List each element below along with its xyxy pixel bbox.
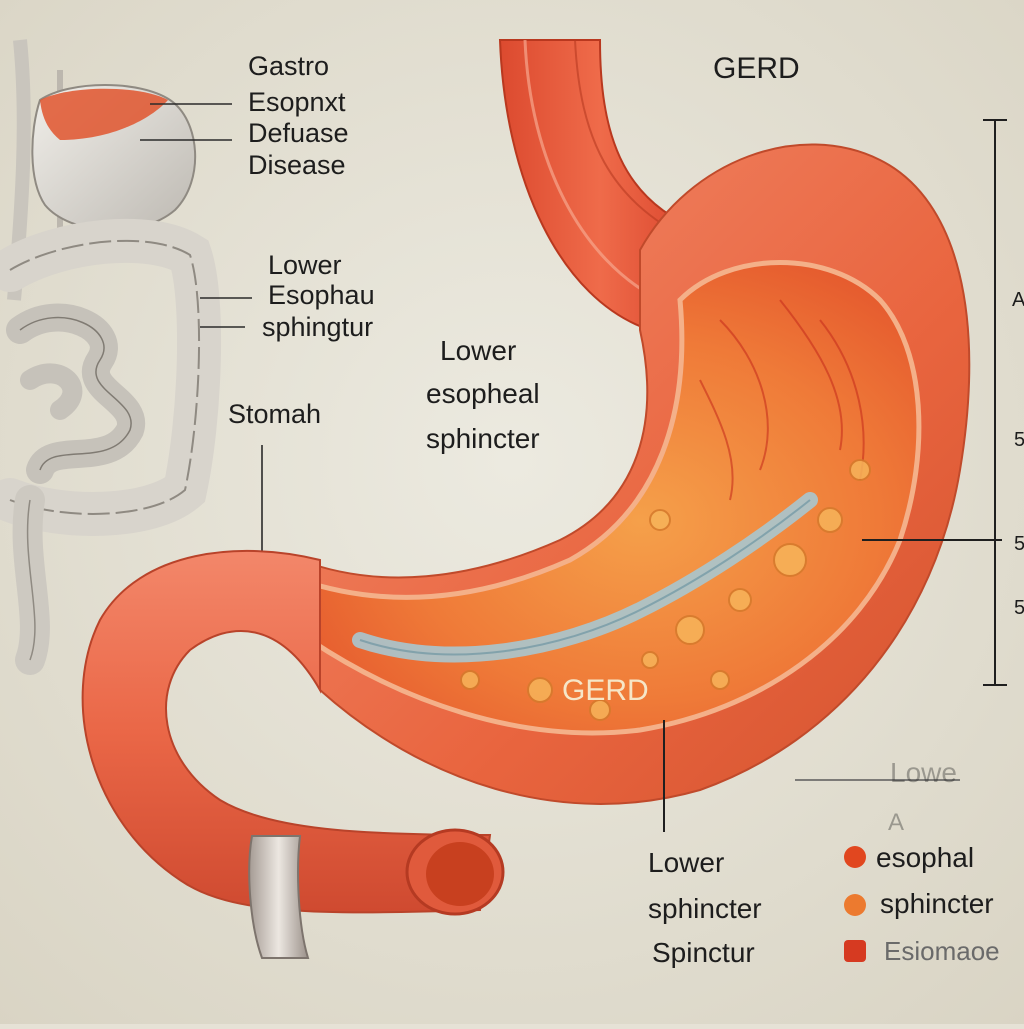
legend-item-esiomaoe: Esiomaoe <box>844 936 1000 966</box>
lower-left-line-1: Lower <box>268 250 342 280</box>
lower-left-line-2: Esophau <box>268 280 375 310</box>
legend-swatch-esophal <box>844 846 866 868</box>
stomach-illustration <box>81 39 971 959</box>
lower-center-line-3: sphincter <box>426 423 540 454</box>
faded-label-lowe: Lowe <box>890 757 957 788</box>
lower-bottom-line-3: Spinctur <box>652 937 755 968</box>
digestive-system-illustration <box>0 39 222 675</box>
lower-center-line-1: Lower <box>440 335 516 366</box>
stomach-label: Stomah <box>228 399 321 429</box>
legend-label-esiomaoe: Esiomaoe <box>884 936 1000 966</box>
gerd-inside-label: GERD <box>562 674 649 707</box>
legend-label-esophal: esophal <box>876 842 974 873</box>
legend: esophal sphincter Esiomaoe <box>844 842 1000 966</box>
lower-bottom-label: Lower sphincter Spinctur <box>648 847 762 968</box>
scale-mark-3: 5 <box>1014 533 1024 555</box>
gastro-line-3: Defuase <box>248 118 349 148</box>
gastro-line-2: Esopnxt <box>248 87 346 117</box>
gastro-label: Gastro Esopnxt Defuase Disease <box>248 51 349 180</box>
lower-center-line-2: esopheal <box>426 378 540 409</box>
lower-center-label: Lower esopheal sphincter <box>426 335 540 454</box>
legend-swatch-esiomaoe <box>844 940 866 962</box>
lower-bottom-line-1: Lower <box>648 847 724 878</box>
scale-marks: A 5 5 5 <box>1012 289 1024 619</box>
legend-label-sphincter: sphincter <box>880 888 994 919</box>
lower-left-label: Lower Esophau sphingtur <box>262 250 375 342</box>
diagram-title: GERD <box>713 52 800 85</box>
gastro-line-4: Disease <box>248 150 346 180</box>
scale-mark-4: 5 <box>1014 597 1024 619</box>
lower-left-line-3: sphingtur <box>262 312 373 342</box>
faded-label-a: A <box>888 809 904 836</box>
scale-mark-1: A <box>1012 289 1024 311</box>
legend-swatch-sphincter <box>844 894 866 916</box>
legend-item-sphincter: sphincter <box>844 888 994 919</box>
legend-item-esophal: esophal <box>844 842 974 873</box>
lower-bottom-line-2: sphincter <box>648 893 762 924</box>
measurement-scale <box>795 119 1007 781</box>
gastro-line-1: Gastro <box>248 51 329 81</box>
faded-labels: Lowe A <box>888 757 957 836</box>
scale-mark-2: 5 <box>1014 429 1024 451</box>
